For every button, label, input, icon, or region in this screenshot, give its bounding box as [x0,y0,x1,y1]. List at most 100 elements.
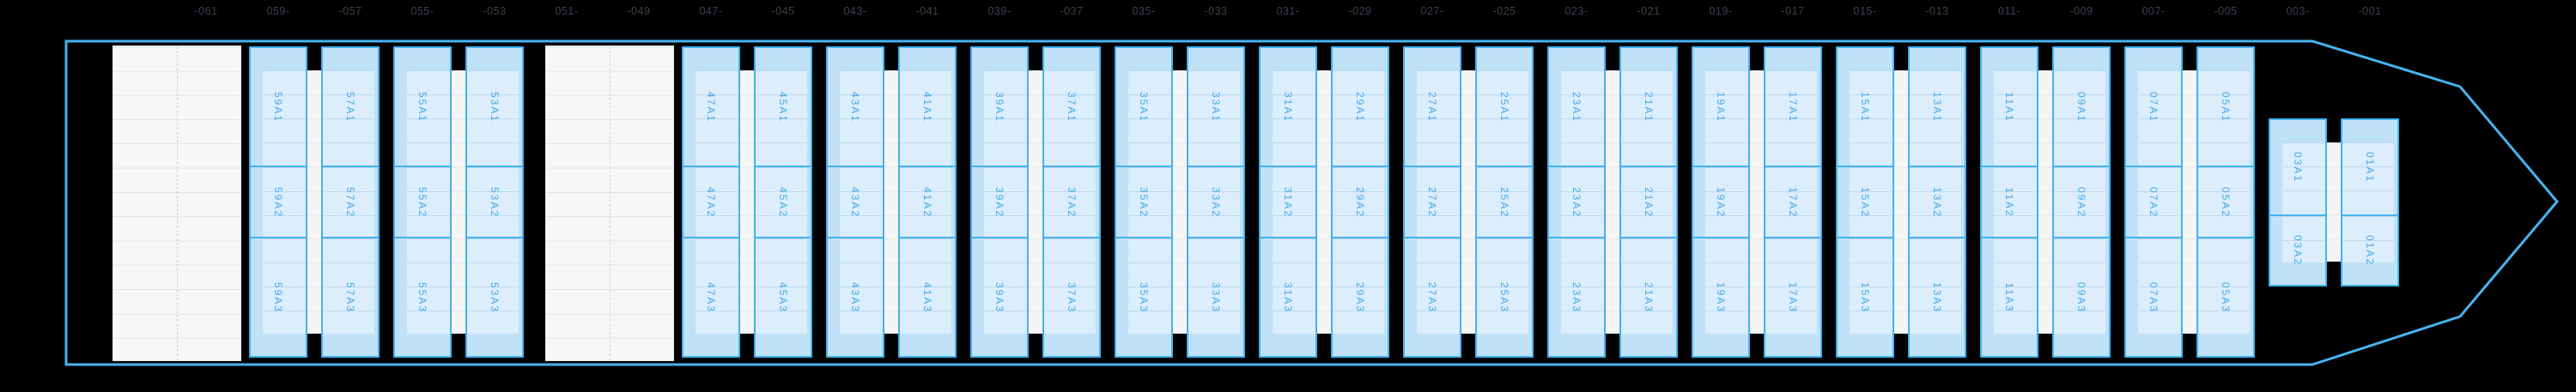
bay-slot-47A1[interactable]: 47A1 [682,46,740,167]
bay-slot-23A3[interactable]: 23A3 [1547,237,1606,358]
slot-label: 57A3 [344,281,356,313]
bay-gap-cells [1606,70,1619,334]
bay-slot-47A2[interactable]: 47A2 [682,166,740,238]
bay-slot-45A1[interactable]: 45A1 [754,46,812,167]
bay-slot-13A1[interactable]: 13A1 [1908,46,1966,167]
slot-label: 27A2 [1426,186,1438,218]
bay-slot-21A2[interactable]: 21A2 [1619,166,1678,238]
bay-slot-57A1[interactable]: 57A1 [321,46,380,167]
bay-slot-19A2[interactable]: 19A2 [1692,166,1750,238]
bay-slot-39A1[interactable]: 39A1 [970,46,1029,167]
slot-cell-area [323,167,374,237]
bay-slot-03A2[interactable]: 03A2 [2269,214,2327,286]
bay-slot-37A2[interactable]: 37A2 [1042,166,1101,238]
bay-slot-09A1[interactable]: 09A1 [2052,46,2111,167]
bay-slot-07A1[interactable]: 07A1 [2124,46,2183,167]
bay-slot-41A2[interactable]: 41A2 [898,166,957,238]
bay-slot-11A1[interactable]: 11A1 [1980,46,2038,167]
bay-slot-37A1[interactable]: 37A1 [1042,46,1101,167]
slot-label: 23A1 [1571,91,1583,123]
open-bay-grid[interactable] [112,45,241,361]
bay-slot-39A3[interactable]: 39A3 [970,237,1029,358]
bay-number-label: 059- [266,5,290,17]
bay-slot-07A3[interactable]: 07A3 [2124,237,2183,358]
open-bay-grid[interactable] [545,45,674,361]
bay-slot-27A3[interactable]: 27A3 [1403,237,1461,358]
bay-slot-57A3[interactable]: 57A3 [321,237,380,358]
slot-cell-area [1705,70,1748,166]
bay-slot-43A3[interactable]: 43A3 [826,237,884,358]
bay-slot-01A1[interactable]: 01A1 [2341,118,2399,216]
bay-slot-17A1[interactable]: 17A1 [1764,46,1822,167]
bay-slot-11A3[interactable]: 11A3 [1980,237,2038,358]
bay-slot-59A1[interactable]: 59A1 [249,46,307,167]
bay-slot-55A1[interactable]: 55A1 [393,46,452,167]
bay-slot-47A3[interactable]: 47A3 [682,237,740,358]
bay-slot-09A2[interactable]: 09A2 [2052,166,2111,238]
bay-slot-29A3[interactable]: 29A3 [1331,237,1389,358]
bay-slot-57A2[interactable]: 57A2 [321,166,380,238]
bay-slot-31A1[interactable]: 31A1 [1259,46,1317,167]
bay-slot-43A1[interactable]: 43A1 [826,46,884,167]
slot-cell-area [1417,238,1460,334]
bay-slot-11A2[interactable]: 11A2 [1980,166,2038,238]
bay-slot-23A2[interactable]: 23A2 [1547,166,1606,238]
bay-slot-17A2[interactable]: 17A2 [1764,166,1822,238]
bay-slot-25A2[interactable]: 25A2 [1475,166,1534,238]
bay-slot-29A2[interactable]: 29A2 [1331,166,1389,238]
bay-slot-15A1[interactable]: 15A1 [1836,46,1894,167]
slot-cell-area [2054,167,2105,237]
bay-slot-17A3[interactable]: 17A3 [1764,237,1822,358]
bay-slot-41A1[interactable]: 41A1 [898,46,957,167]
bay-slot-53A2[interactable]: 53A2 [465,166,524,238]
bay-slot-13A2[interactable]: 13A2 [1908,166,1966,238]
bay-slot-39A2[interactable]: 39A2 [970,166,1029,238]
bay-slot-15A2[interactable]: 15A2 [1836,166,1894,238]
bay-slot-05A1[interactable]: 05A1 [2196,46,2255,167]
bay-slot-03A1[interactable]: 03A1 [2269,118,2327,216]
slot-label: 31A2 [1282,186,1294,218]
bay-slot-19A3[interactable]: 19A3 [1692,237,1750,358]
bay-slot-19A1[interactable]: 19A1 [1692,46,1750,167]
bay-slot-31A2[interactable]: 31A2 [1259,166,1317,238]
bay-slot-01A2[interactable]: 01A2 [2341,214,2399,286]
bay-slot-35A3[interactable]: 35A3 [1115,237,1173,358]
bay-slot-25A1[interactable]: 25A1 [1475,46,1534,167]
bay-slot-07A2[interactable]: 07A2 [2124,166,2183,238]
bay-slot-33A3[interactable]: 33A3 [1187,237,1245,358]
slot-cell-area [1273,70,1315,166]
bay-slot-45A3[interactable]: 45A3 [754,237,812,358]
bay-slot-43A2[interactable]: 43A2 [826,166,884,238]
bay-slot-55A2[interactable]: 55A2 [393,166,452,238]
bay-slot-41A3[interactable]: 41A3 [898,237,957,358]
bay-slot-53A1[interactable]: 53A1 [465,46,524,167]
bay-slot-59A2[interactable]: 59A2 [249,166,307,238]
bay-slot-13A3[interactable]: 13A3 [1908,237,1966,358]
bay-slot-37A3[interactable]: 37A3 [1042,237,1101,358]
bay-slot-55A3[interactable]: 55A3 [393,237,452,358]
bay-slot-29A1[interactable]: 29A1 [1331,46,1389,167]
bay-slot-31A3[interactable]: 31A3 [1259,237,1317,358]
bay-slot-59A3[interactable]: 59A3 [249,237,307,358]
bay-slot-33A2[interactable]: 33A2 [1187,166,1245,238]
bay-slot-35A1[interactable]: 35A1 [1115,46,1173,167]
bay-slot-21A1[interactable]: 21A1 [1619,46,1678,167]
bay-slot-27A1[interactable]: 27A1 [1403,46,1461,167]
bay-slot-23A1[interactable]: 23A1 [1547,46,1606,167]
bay-slot-15A3[interactable]: 15A3 [1836,237,1894,358]
bay-slot-21A3[interactable]: 21A3 [1619,237,1678,358]
bay-slot-45A2[interactable]: 45A2 [754,166,812,238]
bay-slot-35A2[interactable]: 35A2 [1115,166,1173,238]
bay-slot-33A1[interactable]: 33A1 [1187,46,1245,167]
bay-slot-05A2[interactable]: 05A2 [2196,166,2255,238]
bay-slot-27A2[interactable]: 27A2 [1403,166,1461,238]
bay-slot-05A3[interactable]: 05A3 [2196,237,2255,358]
bay-slot-25A3[interactable]: 25A3 [1475,237,1534,358]
bay-slot-53A3[interactable]: 53A3 [465,237,524,358]
bay-slot-09A3[interactable]: 09A3 [2052,237,2111,358]
slot-label: 29A1 [1354,91,1366,123]
